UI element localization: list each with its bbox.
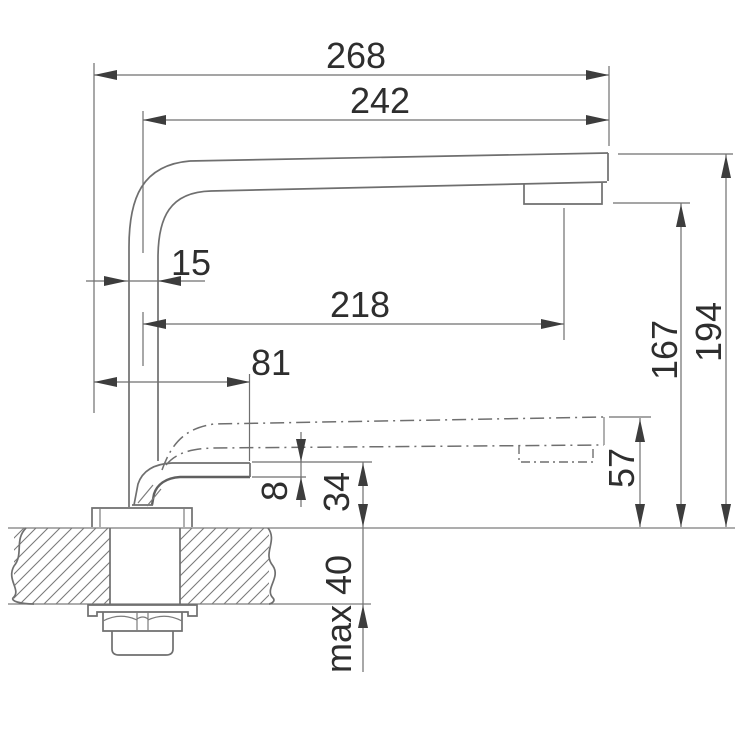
countertop-section xyxy=(8,527,735,605)
dim-167-arrow-bottom xyxy=(676,504,686,527)
base-flange-steps xyxy=(99,508,185,527)
nut-chamfer-arcs xyxy=(102,615,183,622)
dim-34-arrow-top xyxy=(358,463,368,486)
base-flange xyxy=(91,507,193,527)
dim-194-arrow-bottom xyxy=(721,504,731,527)
dim-242-arrow-left xyxy=(143,115,166,125)
dim-81-arrow-left xyxy=(94,377,117,387)
dim-max40-label: max 40 xyxy=(318,555,359,673)
dim-15-label: 15 xyxy=(171,242,211,283)
dimension-8: 8 xyxy=(254,432,306,507)
aerator-outlet xyxy=(523,183,603,205)
countertop-break-edge-left xyxy=(10,527,35,605)
dim-15-arrow-left xyxy=(104,276,127,286)
dim-268-label: 268 xyxy=(326,35,386,76)
phantom-spout-bottom xyxy=(165,444,605,466)
mounting-hardware xyxy=(87,604,198,656)
dim-242-label: 242 xyxy=(350,80,410,121)
dimension-242: 242 xyxy=(143,80,609,125)
dim-8-arrow-bottom xyxy=(296,477,306,500)
dim-57-arrow-bottom xyxy=(635,504,645,527)
dim-167-label: 167 xyxy=(644,320,685,380)
countertop-hatch-right xyxy=(180,528,269,604)
dim-57-label: 57 xyxy=(601,448,642,488)
dimension-34-max40: 34 max 40 xyxy=(316,462,368,673)
dim-34-label: 34 xyxy=(316,472,357,512)
dim-8-arrow-top xyxy=(296,439,306,462)
dim-34-arrow-bottom xyxy=(358,504,368,527)
dim-81-arrow-right xyxy=(227,377,250,387)
dim-81-label: 81 xyxy=(251,342,291,383)
mounting-washer xyxy=(87,604,198,617)
dim-218-arrow-right xyxy=(541,319,564,329)
dimension-167: 167 xyxy=(644,203,686,527)
supply-shank xyxy=(111,631,174,656)
countertop-break-edge-right xyxy=(267,527,276,605)
dim-194-label: 194 xyxy=(688,302,729,362)
dim-57-arrow-top xyxy=(635,419,645,442)
dim-15-arrow-right xyxy=(158,276,181,286)
phantom-aerator xyxy=(518,445,594,463)
dimension-15: 15 xyxy=(86,242,211,286)
nut-facet-lines xyxy=(136,612,149,631)
lever-handle xyxy=(132,462,251,507)
dim-194-arrow-top xyxy=(721,155,731,178)
spout-bottom-edge xyxy=(210,181,608,192)
elbow-outer-curve xyxy=(128,160,191,248)
phantom-spout-top xyxy=(161,416,605,471)
dim-268-arrow-left xyxy=(94,70,117,80)
dim-40-arrow-bottom xyxy=(358,605,368,628)
mounting-nut xyxy=(102,612,183,632)
dim-268-arrow-right xyxy=(586,70,609,80)
handle-bottom-edge xyxy=(150,475,250,506)
dimension-81: 81 xyxy=(94,342,291,387)
dim-8-label: 8 xyxy=(254,481,295,501)
spout-top-edge xyxy=(189,152,609,162)
countertop-hatch-left xyxy=(14,528,110,604)
handle-top-edge xyxy=(133,462,250,506)
dim-218-arrow-left xyxy=(143,319,166,329)
spout-lowered-phantom xyxy=(161,416,605,471)
elbow-inner-curve xyxy=(157,190,212,259)
handle-grip-lines xyxy=(137,484,162,507)
dim-242-arrow-right xyxy=(586,115,609,125)
dimension-194: 194 xyxy=(688,154,731,527)
dimension-218: 218 xyxy=(143,284,564,329)
faucet-body xyxy=(91,152,609,527)
dim-218-label: 218 xyxy=(330,284,390,325)
dimension-57: 57 xyxy=(601,418,645,527)
dim-167-arrow-top xyxy=(676,204,686,227)
extension-lines xyxy=(93,63,733,478)
dimension-268: 268 xyxy=(94,35,609,80)
